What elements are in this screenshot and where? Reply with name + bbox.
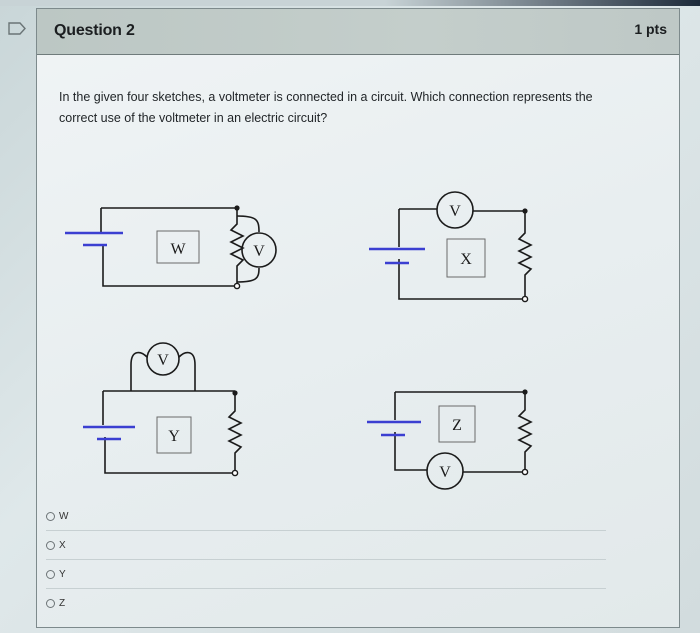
question-header: Question 2 <box>37 9 679 55</box>
option-label: X <box>59 540 66 551</box>
question-title: Question 2 <box>54 22 135 39</box>
circuit-sketch-x: X V <box>369 191 533 303</box>
sketch-label-y: Y <box>168 428 180 445</box>
circuit-sketch-y: Y V <box>83 342 243 477</box>
option-y[interactable]: Y <box>46 560 68 589</box>
circuit-sketch-w: W V <box>65 205 277 290</box>
sketch-label-w: W <box>170 241 186 258</box>
circuit-sketch-z: Z V <box>367 389 533 490</box>
voltmeter-label-y: V <box>157 352 169 369</box>
sketch-label-z: Z <box>452 417 462 434</box>
question-card: Question 2 1 pts In the given four sketc… <box>36 8 680 628</box>
sketch-label-x: X <box>460 251 472 268</box>
option-label: Y <box>59 569 66 580</box>
option-z[interactable]: Z <box>46 589 68 618</box>
option-label: W <box>59 511 69 522</box>
prompt-line-1: In the given four sketches, a voltmeter … <box>59 90 593 104</box>
radio-button[interactable] <box>46 570 55 579</box>
option-divider <box>46 530 606 531</box>
flag-question-icon[interactable] <box>8 22 26 35</box>
radio-button[interactable] <box>46 599 55 608</box>
question-prompt: In the given four sketches, a voltmeter … <box>59 87 669 129</box>
answer-options: W X Y Z <box>46 502 68 618</box>
prompt-line-2: correct use of the voltmeter in an elect… <box>59 111 328 125</box>
voltmeter-label-x: V <box>449 203 461 220</box>
voltmeter-label-z: V <box>439 464 451 481</box>
radio-button[interactable] <box>46 512 55 521</box>
question-points: 1 pts <box>634 21 667 37</box>
radio-button[interactable] <box>46 541 55 550</box>
screen-top-edge <box>0 0 700 6</box>
option-w[interactable]: W <box>46 502 68 531</box>
option-divider <box>46 559 606 560</box>
option-divider <box>46 588 606 589</box>
voltmeter-label-w: V <box>253 243 265 260</box>
option-x[interactable]: X <box>46 531 68 560</box>
option-label: Z <box>59 598 66 609</box>
